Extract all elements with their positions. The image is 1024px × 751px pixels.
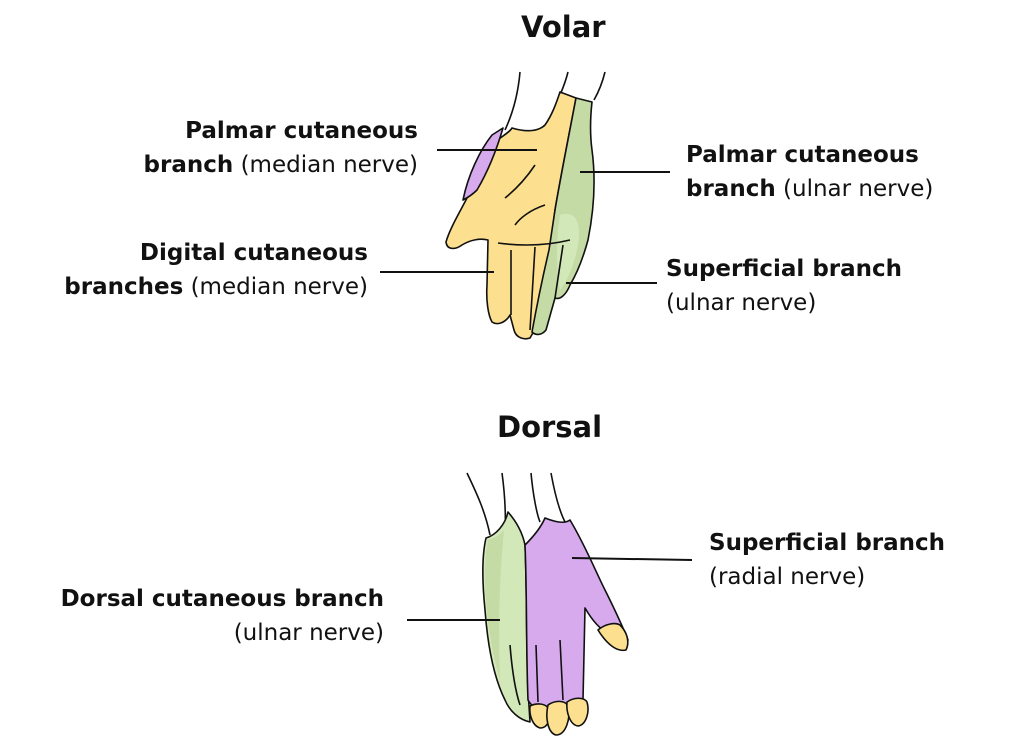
dorsal-finger-tip-2 [546,700,570,736]
dorsal-forearm-3 [530,472,541,523]
volar-crease-palm [497,239,571,246]
dorsal-finger-line-1 [535,644,539,703]
volar-crease-1 [504,164,536,199]
label-dorsal-cutaneous-ulnar: Dorsal cutaneous branch (ulnar nerve) [60,586,384,646]
dorsal-title: Dorsal [497,410,603,444]
label-palmar-cutaneous-median: Palmar cutaneous branch (median nerve) [143,118,418,178]
dorsal-forearm-1 [466,472,491,536]
volar-finger-line-3 [554,244,564,299]
volar-ulnar-highlight [557,213,580,290]
dorsal-radial-region [524,517,629,709]
volar-crease-2 [514,204,546,226]
volar-hand [380,71,670,340]
label-digital-cutaneous-median: Digital cutaneous branches (median nerve… [64,240,368,300]
label-superficial-radial: Superficial branch (radial nerve) [709,530,946,590]
dorsal-finger-line-3 [509,644,521,706]
dorsal-hand [407,472,693,736]
dorsal-ulnar-shade [484,530,504,680]
dorsal-finger-line-2 [559,639,564,701]
label-palmar-cutaneous-ulnar: Palmar cutaneous branch (ulnar nerve) [686,142,934,202]
volar-radial-thumb-patch [462,127,504,201]
volar-forearm-right [593,71,606,101]
volar-title: Volar [521,10,606,44]
label-superficial-ulnar: Superficial branch (ulnar nerve) [666,256,903,316]
dorsal-forearm-4 [550,472,566,523]
volar-forearm-mid [559,71,569,96]
leader-superficial-radial [571,557,693,561]
volar-forearm-left [504,71,521,131]
dorsal-thumb-tip [597,622,629,652]
volar-finger-line-2 [529,246,536,331]
dorsal-finger-tip-3 [566,697,589,727]
